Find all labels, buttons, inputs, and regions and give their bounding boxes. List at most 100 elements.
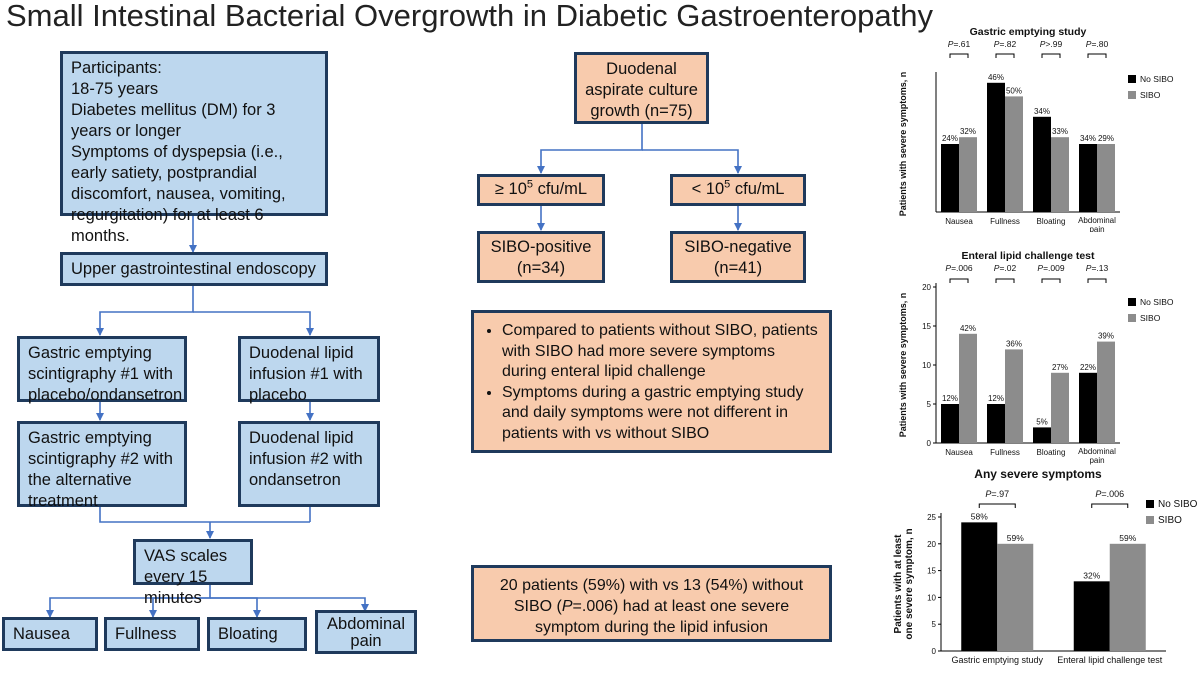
p-value-bracket	[949, 53, 969, 58]
p-value-rest: =.97	[991, 489, 1009, 499]
p-value-letter: P	[994, 263, 1000, 273]
p-value-label: P=.02	[994, 263, 1017, 273]
p-value-letter: P	[948, 39, 954, 49]
dli2-label: Duodenal lipid infusion #2 with ondanset…	[249, 429, 363, 489]
legend-swatch	[1128, 314, 1136, 322]
p-value-rest: =.61	[953, 39, 970, 49]
bar-value-label: 59%	[1119, 533, 1136, 543]
participants-dm: Diabetes mellitus (DM) for 3 years or lo…	[71, 101, 276, 140]
bar-value-label: 12%	[988, 394, 1004, 403]
bar-sibo	[1005, 349, 1023, 443]
legend-swatch	[1146, 516, 1154, 524]
p-value-label: P=.006	[945, 263, 972, 273]
sibo-positive-label: SIBO-positive	[490, 238, 592, 256]
category-label: Bloating	[1037, 217, 1066, 226]
p-value-label: P=.006	[1095, 489, 1124, 499]
sibo-negative-box: SIBO-negative (n=41)	[670, 231, 806, 283]
sibo-positive-box: SIBO-positive (n=34)	[477, 231, 605, 283]
outcome-abdominal-pain-label: Abdominal pain	[327, 615, 405, 650]
y-tick-label: 20	[922, 283, 931, 292]
outcome-nausea-label: Nausea	[13, 625, 70, 643]
summary-p: P	[561, 598, 573, 615]
legend-label: SIBO	[1140, 90, 1161, 100]
category-label-line: pain	[1089, 456, 1104, 465]
p-value-label: P=.82	[994, 39, 1017, 49]
bar-sibo	[1097, 341, 1115, 443]
p-value-letter: P	[1086, 39, 1092, 49]
y-axis-label: Patients with at leastone severe symptom…	[893, 528, 915, 639]
p-value-bracket	[978, 503, 1016, 508]
summary-box: 20 patients (59%) with vs 13 (54%) witho…	[471, 565, 832, 642]
p-value-rest: =.009	[1043, 263, 1065, 273]
p-value-letter: P	[945, 263, 951, 273]
p-value-bracket	[1091, 503, 1129, 508]
y-axis-label: Patients with severe symptoms, n	[898, 293, 908, 438]
bar-value-label: 34%	[1080, 134, 1096, 143]
chart-title: Gastric emptying study	[970, 26, 1087, 38]
vas-label: VAS scales every 15 minutes	[144, 547, 228, 607]
p-value-label: P=.97	[985, 489, 1009, 499]
finding-item: Compared to patients without SIBO, patie…	[502, 321, 821, 383]
outcome-bloating: Bloating	[207, 617, 307, 651]
p-value-letter: P	[1095, 489, 1101, 499]
bar-value-label: 42%	[960, 324, 976, 333]
bar-sibo	[1097, 144, 1115, 212]
bar-value-label: 27%	[1052, 363, 1068, 372]
bar-value-label: 5%	[1036, 417, 1048, 426]
category-label: Enteral lipid challenge test	[1057, 655, 1163, 665]
ges1-label: Gastric emptying scintigraphy #1 with pl…	[28, 344, 183, 404]
y-axis-label-line: one severe symptom, n	[904, 528, 915, 639]
bar-no-sibo	[987, 404, 1005, 443]
category-label: Nausea	[945, 217, 973, 226]
bar-value-label: 22%	[1080, 363, 1096, 372]
participants-symptoms: Symptoms of dyspepsia (i.e., early satie…	[71, 143, 286, 245]
outcome-bloating-label: Bloating	[218, 625, 278, 643]
bar-sibo	[1051, 137, 1069, 212]
p-value-label: P=.13	[1086, 263, 1109, 273]
endoscopy-box: Upper gastrointestinal endoscopy	[60, 252, 328, 286]
p-value-bracket	[995, 278, 1015, 283]
category-label: Bloating	[1037, 448, 1066, 457]
p-value-rest: =.80	[1091, 39, 1108, 49]
p-value-letter: P	[985, 489, 991, 499]
low-growth-prefix: < 10	[691, 180, 725, 198]
chart-title: Enteral lipid challenge test	[961, 250, 1095, 262]
ges2-label: Gastric emptying scintigraphy #2 with th…	[28, 429, 173, 510]
legend-label: No SIBO	[1140, 74, 1174, 84]
legend-label: SIBO	[1158, 515, 1182, 526]
finding-item: Symptoms during a gastric emptying study…	[502, 383, 821, 445]
chart-title: Any severe symptoms	[974, 467, 1102, 481]
y-tick-label: 15	[927, 567, 936, 576]
participants-heading: Participants:	[71, 59, 162, 77]
p-value-bracket	[949, 278, 969, 283]
lipid-challenge-chart: Enteral lipid challenge test05101520Pati…	[898, 250, 1174, 465]
category-label-line: Abdominal	[1078, 216, 1116, 225]
bar-value-label: 32%	[960, 127, 976, 136]
bar-value-label: 59%	[1007, 533, 1024, 543]
endoscopy-label: Upper gastrointestinal endoscopy	[71, 260, 316, 278]
bar-value-label: 29%	[1098, 134, 1114, 143]
low-growth-suffix: cfu/mL	[730, 180, 785, 198]
bar-no-sibo	[961, 522, 998, 651]
y-tick-label: 20	[927, 540, 936, 549]
p-value-bracket	[1087, 53, 1107, 58]
vas-box: VAS scales every 15 minutes	[133, 539, 253, 607]
p-value-rest: =.13	[1091, 263, 1108, 273]
page-title: Small Intestinal Bacterial Overgrowth in…	[6, 0, 933, 33]
high-growth-box: ≥ 105 cfu/mL	[477, 174, 605, 206]
p-value-label: P=.61	[948, 39, 971, 49]
legend-swatch	[1128, 75, 1136, 83]
sibo-negative-label: SIBO-negative	[684, 238, 792, 256]
p-value-rest: >.99	[1045, 39, 1062, 49]
bar-no-sibo	[941, 144, 959, 212]
findings-list: Compared to patients without SIBO, patie…	[484, 321, 821, 444]
y-axis-label: Patients with severe symptoms, n	[898, 72, 908, 217]
p-value-bracket	[1087, 278, 1107, 283]
summary-text-b: =.006) had at least one severe symptom d…	[534, 598, 790, 636]
bar-value-label: 34%	[1034, 107, 1050, 116]
bar-sibo	[959, 137, 977, 212]
